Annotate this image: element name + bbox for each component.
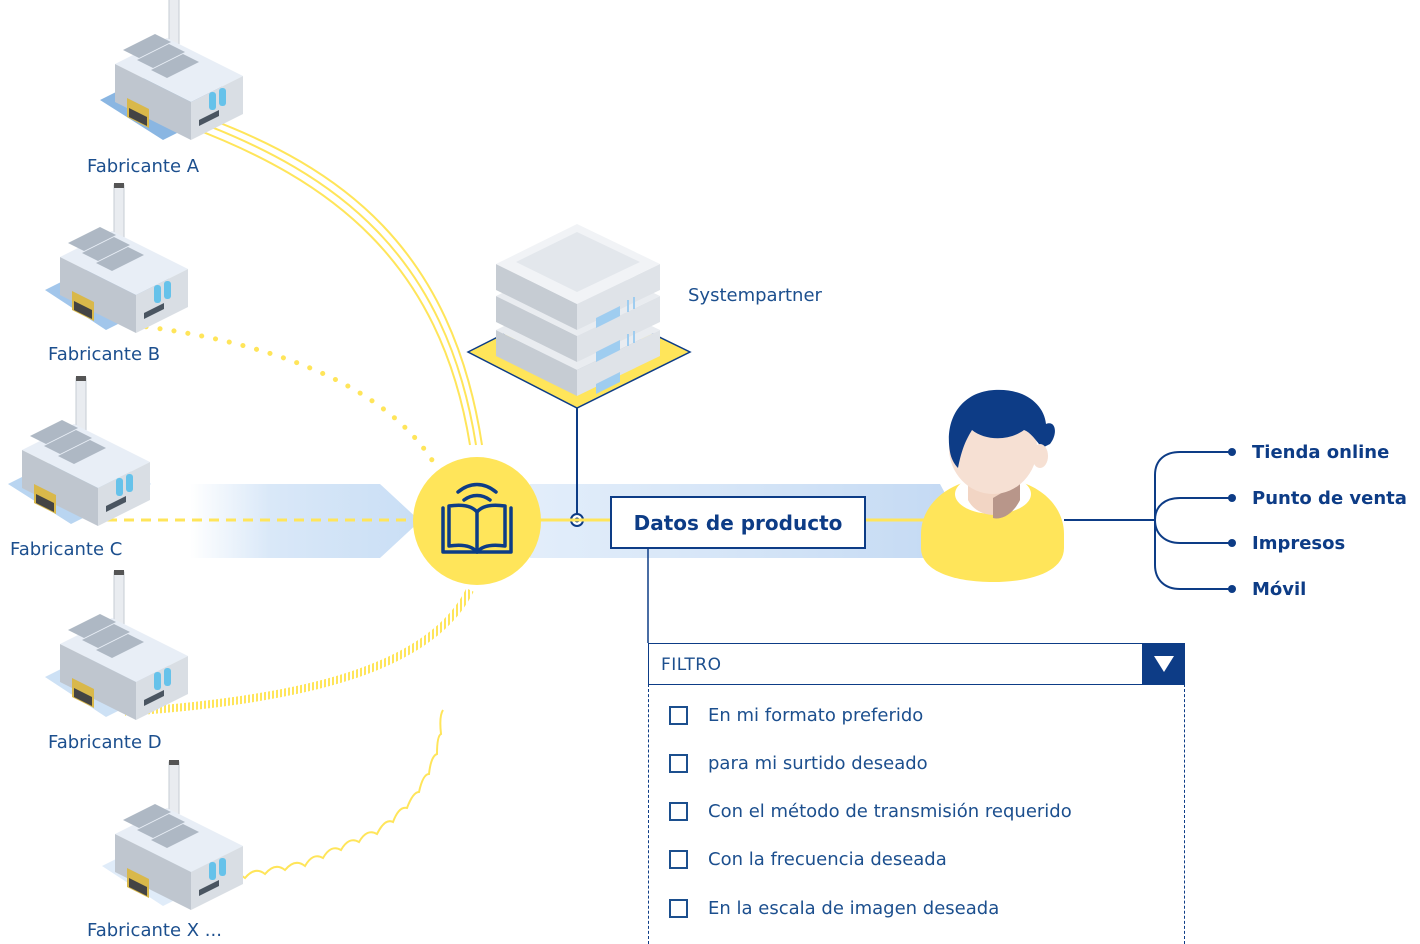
filter-option-label: En mi formato preferido [708, 704, 924, 726]
filter-option-surtido[interactable]: para mi surtido deseado [669, 749, 928, 777]
factory-x-label: Fabricante X ... [87, 920, 222, 939]
factory-a-label: Fabricante A [87, 156, 200, 177]
connection-b [129, 322, 435, 463]
checkbox[interactable] [669, 753, 688, 773]
output-impresos: Impresos [1252, 533, 1345, 554]
product-data-label: Datos de producto [633, 510, 843, 535]
factory-b-label: Fabricante B [48, 344, 160, 365]
product-data-box: Datos de producto [610, 496, 866, 549]
filter-option-formato[interactable]: En mi formato preferido [669, 701, 923, 729]
user-avatar-icon [921, 389, 1064, 582]
filter-panel: FILTRO En mi formato preferido para mi s… [648, 643, 1185, 944]
checkbox[interactable] [669, 705, 688, 725]
connection-a [189, 115, 483, 446]
checkbox[interactable] [669, 801, 688, 821]
factory-d-label: Fabricante D [48, 732, 162, 753]
filter-option-frecuencia[interactable]: Con la frecuencia deseada [669, 845, 947, 873]
left-flow-band [190, 484, 420, 558]
output-movil: Móvil [1252, 579, 1306, 600]
hub [413, 457, 541, 585]
output-punto-de-venta: Punto de venta [1252, 488, 1407, 509]
server-stack-icon [466, 224, 692, 409]
filter-option-label: En la escala de imagen deseada [708, 897, 1000, 919]
factory-a [100, 0, 244, 141]
checkbox[interactable] [669, 849, 688, 869]
filter-option-label: para mi surtido deseado [708, 752, 928, 774]
book-broadcast-icon [441, 482, 513, 554]
filter-option-metodo[interactable]: Con el método de transmisión requerido [669, 797, 1072, 825]
output-tree [1064, 451, 1232, 590]
factory-d [45, 569, 189, 721]
factory-x [102, 759, 244, 911]
server-label: Systempartner [688, 285, 823, 306]
checkbox[interactable] [669, 898, 688, 918]
factory-c-label: Fabricante C [10, 539, 122, 560]
filter-dropdown-button[interactable] [1142, 643, 1185, 685]
filter-options: En mi formato preferido para mi surtido … [648, 684, 1185, 944]
filter-option-label: Con la frecuencia deseada [708, 848, 947, 870]
connection-x [184, 709, 444, 891]
filter-title: FILTRO [661, 655, 722, 675]
output-tienda-online: Tienda online [1252, 442, 1389, 463]
filter-header[interactable]: FILTRO [648, 643, 1185, 685]
filter-option-label: Con el método de transmisión requerido [708, 800, 1072, 822]
connection-d [124, 588, 474, 716]
triangle-down-icon [1153, 656, 1174, 672]
factory-c [8, 375, 151, 527]
factory-b [45, 182, 189, 334]
filter-option-escala[interactable]: En la escala de imagen deseada [669, 894, 999, 922]
